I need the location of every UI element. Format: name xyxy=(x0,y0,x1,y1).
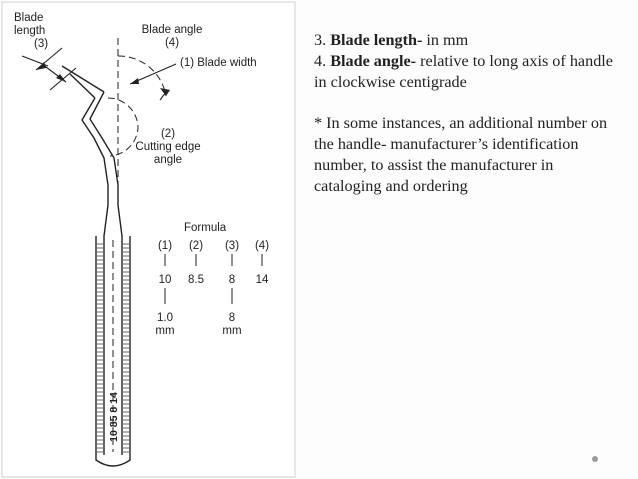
slide-text: 3. Blade length- in mm 4. Blade angle- r… xyxy=(314,30,619,196)
instrument-drawing xyxy=(1,1,296,478)
formula-val-3: 8 xyxy=(228,274,236,286)
item4-term: Blade angle- xyxy=(330,51,417,70)
item3-number: 3. xyxy=(314,31,331,49)
formula-val-1: 10 xyxy=(158,274,172,286)
manufacturer-note: * In some instances, an additional numbe… xyxy=(314,114,608,195)
label-blade-length-line2: length xyxy=(14,25,46,37)
instrument-formula-figure: Blade length (3) Blade angle (4) (1) Bla… xyxy=(0,0,300,479)
formula-sub-3: 8 mm xyxy=(215,312,249,338)
bullet-dot xyxy=(592,456,598,462)
item4-description: relative to long axis of handle in clock… xyxy=(314,51,613,91)
label-blade-angle-line2: (4) xyxy=(164,37,180,49)
handle-stamp-text: 10 85 8 14 xyxy=(108,392,120,442)
label-cutting-edge-line3: angle xyxy=(153,154,183,166)
formula-val-2: 8.5 xyxy=(188,274,204,286)
item3-description: in mm xyxy=(422,31,469,49)
formula-sub-3-unit: mm xyxy=(222,325,242,337)
handle-stamp: 10 85 8 14 xyxy=(108,392,120,442)
formula-num-1: (1) xyxy=(157,240,173,252)
item4-number: 4. xyxy=(314,51,331,70)
paragraph-gap xyxy=(314,92,619,113)
formula-val-4: 14 xyxy=(255,274,269,286)
formula-sub-1-value: 1.0 xyxy=(157,312,173,324)
label-cutting-edge-angle: (2) Cutting edge angle xyxy=(120,128,216,167)
label-blade-angle: Blade angle (4) xyxy=(124,24,220,50)
label-cutting-edge-line2: Cutting edge xyxy=(135,141,201,153)
formula-num-4: (4) xyxy=(254,240,270,252)
item-blade-angle: 4. Blade angle- relative to long axis of… xyxy=(314,51,619,93)
item3-term: Blade length- xyxy=(330,31,423,49)
formula-num-2: (2) xyxy=(188,240,204,252)
formula-sub-1-unit: mm xyxy=(155,325,175,337)
formula-sub-1: 1.0 mm xyxy=(148,312,182,338)
label-blade-length: Blade length (3) xyxy=(14,12,48,51)
label-blade-width: (1) Blade width xyxy=(180,57,257,69)
label-blade-length-line3: (3) xyxy=(34,38,49,50)
item-blade-length: 3. Blade length- in mm xyxy=(314,30,619,51)
label-blade-angle-line1: Blade angle xyxy=(141,24,203,36)
label-cutting-edge-line1: (2) xyxy=(160,128,176,140)
formula-sub-3-value: 8 xyxy=(228,312,236,324)
formula-num-3: (3) xyxy=(224,240,240,252)
formula-title: Formula xyxy=(184,222,227,234)
label-blade-length-line1: Blade xyxy=(14,12,44,24)
